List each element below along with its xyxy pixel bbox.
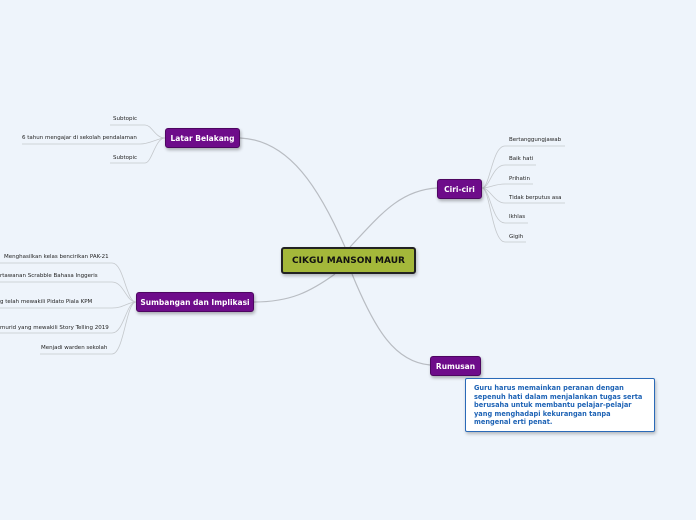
connector-ciri	[349, 187, 438, 248]
rumusan-note[interactable]: Guru harus memainkan peranan dengan sepe…	[465, 378, 655, 432]
topic-sumbangan-dan-implikasi[interactable]: Sumbangan dan Implikasi	[136, 292, 254, 312]
subtopic-sumbangan-3[interactable]: g telah mewakili Pidato Piala KPM	[0, 299, 93, 305]
subtopic-sumbangan-5[interactable]: Menjadi warden sekolah	[41, 345, 108, 351]
topic-latar-belakang[interactable]: Latar Belakang	[165, 128, 240, 148]
subtopic-sumbangan-1[interactable]: Menghasilkan kelas bencirikan PAK-21	[4, 254, 109, 260]
connector-ciri-sub-4	[481, 187, 565, 204]
central-topic-label: CIKGU MANSON MAUR	[292, 255, 405, 266]
subtopic-ciri-2[interactable]: Baik hati	[509, 156, 534, 162]
subtopic-sumbangan-2[interactable]: rtawanan Scrabble Bahasa Inggeris	[0, 273, 98, 279]
topic-sumbangan-label: Sumbangan dan Implikasi	[140, 297, 250, 307]
subtopic-ciri-4[interactable]: Tidak berputus asa	[509, 195, 562, 201]
connector-ciri-sub-1	[481, 145, 565, 189]
connector-ciri-sub-3	[481, 183, 533, 189]
subtopic-sumbangan-4[interactable]: murid yang mewakili Story Telling 2019	[0, 325, 109, 331]
subtopic-ciri-3[interactable]: Prihatin	[509, 176, 531, 182]
connector-rumusan	[351, 273, 431, 366]
subtopic-latar-2[interactable]: 6 tahun mengajar di sekolah pendalaman	[22, 135, 137, 141]
connector-sumbangan-sub-1	[0, 262, 137, 303]
topic-rumusan[interactable]: Rumusan	[430, 356, 481, 376]
topic-ciri-ciri[interactable]: Ciri-ciri	[437, 179, 482, 199]
topic-ciri-ciri-label: Ciri-ciri	[444, 184, 475, 194]
subtopic-ciri-6[interactable]: Gigih	[509, 234, 524, 240]
connector-latar-sub-1	[110, 124, 166, 139]
subtopic-ciri-1[interactable]: Bertanggungjawab	[509, 137, 562, 143]
subtopic-latar-3[interactable]: Subtopic	[113, 155, 138, 161]
connector-sumbangan	[253, 273, 336, 303]
connector-ciri-sub-6	[481, 187, 526, 243]
topic-latar-belakang-label: Latar Belakang	[170, 133, 235, 143]
topic-rumusan-label: Rumusan	[435, 361, 476, 371]
subtopic-ciri-5[interactable]: Ikhlas	[509, 214, 526, 220]
central-topic[interactable]: CIKGU MANSON MAUR	[281, 247, 416, 274]
connector-ciri-sub-2	[481, 164, 536, 189]
connector-latar-sub-3	[110, 137, 166, 164]
connector-sumbangan-sub-2	[0, 281, 137, 303]
connector-latar	[239, 137, 346, 248]
connector-sumbangan-sub-5	[40, 301, 137, 355]
subtopic-latar-1[interactable]: Subtopic	[113, 116, 138, 122]
rumusan-note-text: Guru harus memainkan peranan dengan sepe…	[474, 384, 643, 426]
